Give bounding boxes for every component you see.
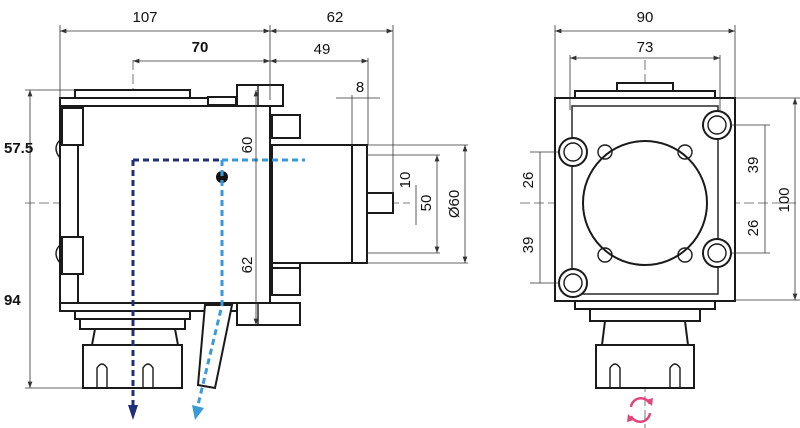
dim-lower-height: 94: [4, 292, 21, 309]
dim-housing-dia: Ø60: [446, 190, 463, 218]
rotate-arrows-icon: [627, 397, 653, 423]
side-view: 107 62 70 49 8 57.5 94 60 62 10 50 Ø60: [4, 9, 468, 420]
dim-left-lower: 39: [520, 237, 537, 254]
spindle-bore: [582, 140, 708, 266]
dim-overall-length: 107: [132, 9, 157, 26]
drive-shaft: [366, 192, 394, 214]
dim-height: 100: [776, 187, 793, 212]
arrow-down-icon: [128, 405, 138, 420]
dim-right-lower: 26: [745, 220, 762, 237]
dim-upper-height: 57.5: [4, 140, 33, 157]
dim-width: 90: [637, 9, 654, 26]
dim-bolt-spacing-width: 73: [637, 39, 654, 56]
dim-pilot-dia: 50: [418, 195, 435, 212]
output-path-dark: [128, 158, 222, 420]
arrow-down-icon: [192, 405, 204, 420]
front-view: 90 73 26 39 39 26 100: [520, 9, 800, 428]
dim-upper-offset: 60: [239, 137, 256, 154]
coolant-nozzle: [196, 304, 234, 390]
dim-housing-length: 49: [314, 41, 331, 58]
dim-spindle-offset: 70: [192, 39, 209, 56]
bolt-holes: [597, 144, 693, 263]
dim-shaft-step: 8: [356, 79, 364, 96]
housing-body: [77, 105, 271, 304]
dim-shaft-length: 62: [327, 9, 344, 26]
dim-right-upper: 39: [745, 157, 762, 174]
mounting-bolts: [558, 110, 732, 298]
clamp-block-top: [236, 84, 284, 107]
output-path-light: [192, 158, 305, 420]
pivot-screw: [216, 171, 228, 183]
dim-left-upper: 26: [520, 172, 537, 189]
dim-lower-offset: 62: [239, 257, 256, 274]
dim-shaft-dia: 10: [397, 172, 414, 189]
front-collet-nut: [595, 344, 695, 389]
